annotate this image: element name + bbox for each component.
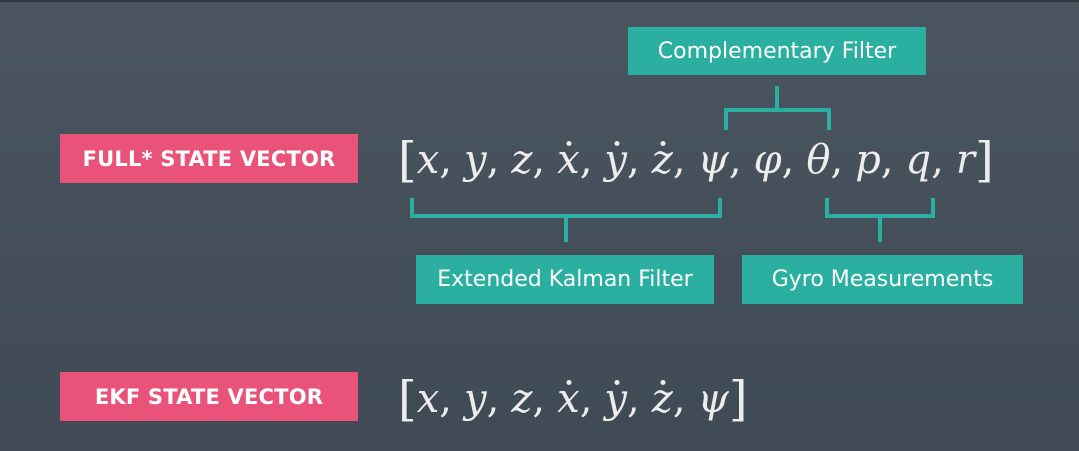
- ekf-vector-comma-4: ,: [627, 376, 640, 422]
- full-vector-comma-4: ,: [627, 137, 640, 183]
- complementary-bracket: [724, 108, 831, 130]
- full-vector-var-1: y: [464, 137, 487, 183]
- full-open-bracket: [: [398, 132, 417, 188]
- ekf-vector-comma-3: ,: [579, 376, 593, 422]
- ekf-vector-var-2: z: [511, 376, 533, 422]
- ekf-vector-comma-5: ,: [672, 376, 686, 422]
- full-vector-comma-0: ,: [439, 137, 453, 183]
- full-vector-var-3: x: [557, 137, 580, 183]
- ekf-vector-comma-1: ,: [486, 376, 500, 422]
- ekf-vector-var-6: ψ: [697, 376, 729, 422]
- full-vector-var-5: z: [651, 137, 673, 183]
- full-vector-comma-8: ,: [830, 137, 844, 183]
- full-vector-var-0: x: [416, 137, 440, 183]
- gyro-measurements-tag: Gyro Measurements: [742, 255, 1023, 304]
- ekf-vector-var-3: x: [557, 376, 580, 422]
- full-vector-var-11: r: [955, 137, 975, 183]
- full-vector-var-8: θ: [806, 137, 831, 183]
- ekf-close-bracket: ]: [728, 371, 748, 427]
- full-vector-comma-6: ,: [728, 137, 742, 183]
- ekf-vector-var-0: x: [416, 376, 440, 422]
- ekf-vector-var-1: y: [464, 376, 487, 422]
- top-frame-edge: [0, 0, 1079, 2]
- ekf-vector-comma-2: ,: [532, 376, 546, 422]
- ekf-state-vector-label: EKF STATE VECTOR: [60, 372, 358, 421]
- full-vector-comma-10: ,: [931, 137, 944, 183]
- full-vector-comma-3: ,: [579, 137, 593, 183]
- full-vector-var-6: ψ: [697, 137, 729, 183]
- full-vector-var-10: q: [905, 137, 932, 183]
- extended-kalman-filter-tag: Extended Kalman Filter: [416, 255, 714, 304]
- full-vector-comma-2: ,: [532, 137, 546, 183]
- complementary-filter-tag: Complementary Filter: [628, 27, 926, 75]
- full-state-vector-math: [ x,y,z,x,y,z,ψ,φ,θ,p,q,r ]: [398, 132, 994, 188]
- full-vector-comma-7: ,: [781, 137, 795, 183]
- gyro-bracket: [825, 198, 935, 218]
- ekf-vector-comma-0: ,: [439, 376, 453, 422]
- full-close-bracket: ]: [974, 132, 994, 188]
- full-vector-comma-9: ,: [880, 137, 894, 183]
- ekf-vector-var-4: y: [604, 376, 628, 422]
- ekf-open-bracket: [: [398, 371, 417, 427]
- ekf-vector-var-5: z: [651, 376, 673, 422]
- ekf-state-vector-math: [ x,y,z,x,y,z,ψ ]: [398, 371, 748, 427]
- full-state-vector-label: FULL* STATE VECTOR: [60, 134, 358, 183]
- full-vector-comma-1: ,: [486, 137, 500, 183]
- full-vector-comma-5: ,: [672, 137, 686, 183]
- full-vector-var-7: φ: [753, 137, 782, 183]
- full-vector-var-2: z: [511, 137, 533, 183]
- ekf-bracket: [410, 198, 722, 218]
- full-vector-var-9: p: [855, 137, 881, 183]
- full-vector-var-4: y: [604, 137, 628, 183]
